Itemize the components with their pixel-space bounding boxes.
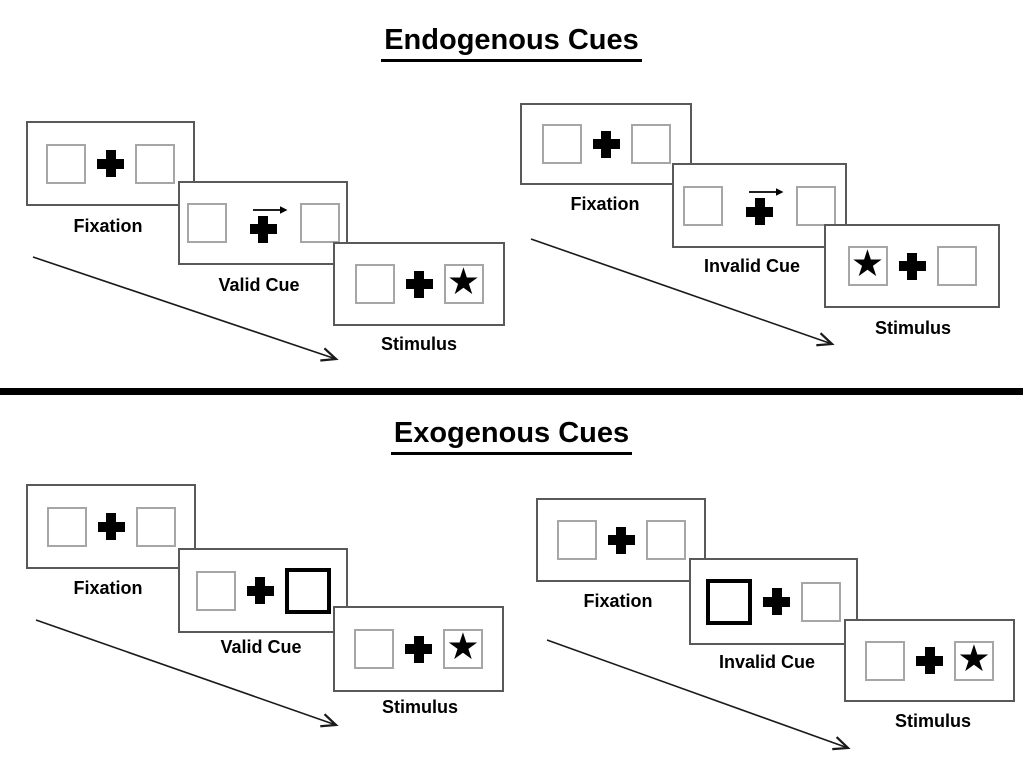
fixation-cross-group — [405, 270, 433, 298]
fixation-cross-group — [405, 635, 432, 663]
panel-label: Stimulus — [381, 697, 458, 717]
fixation-cross-group — [734, 186, 785, 225]
fixation-cross-icon — [746, 198, 773, 225]
fixation-cross-icon — [405, 270, 433, 298]
fixation-cross-group — [898, 252, 926, 280]
left-target-box: ★ — [847, 242, 888, 286]
panel-endogenous-valid-fixation — [26, 121, 195, 206]
left-placeholder-box — [556, 520, 597, 560]
section-title-text: Endogenous Cues — [381, 24, 642, 62]
panel-exogenous-valid-stimulus: ★ — [333, 606, 504, 692]
fixation-cross-group — [763, 588, 790, 615]
fixation-cross-group — [592, 130, 620, 158]
section-title-exogenous: Exogenous Cues — [0, 417, 1023, 455]
cue-arrow-icon — [749, 188, 784, 196]
left-placeholder-box — [354, 629, 394, 669]
star-icon: ★ — [850, 242, 885, 285]
fixation-cross-group — [246, 577, 274, 604]
fixation-cross-icon — [898, 252, 926, 280]
panel-exogenous-invalid-stimulus: ★ — [844, 619, 1015, 702]
right-placeholder-box — [630, 124, 671, 164]
timeline-arrow — [35, 619, 339, 728]
fixation-cross-icon — [916, 647, 943, 674]
panel-exogenous-valid-fixation — [26, 484, 196, 569]
panel-label: Invalid Cue — [703, 256, 801, 276]
left-exogenous-cue-box — [706, 578, 752, 625]
left-placeholder-box — [865, 640, 905, 681]
panel-endogenous-invalid-invalid-cue — [672, 163, 847, 248]
right-target-box: ★ — [954, 636, 994, 681]
fixation-cross-icon — [97, 150, 124, 177]
panel-label: Fixation — [73, 578, 143, 598]
panel-endogenous-valid-valid-cue — [178, 181, 348, 265]
star-icon: ★ — [446, 260, 481, 303]
fixation-cross-icon — [607, 526, 635, 554]
left-placeholder-box — [683, 185, 723, 226]
cue-arrow-icon — [252, 205, 287, 214]
fixation-cross-icon — [405, 635, 432, 663]
fixation-cross-group — [607, 526, 635, 554]
left-placeholder-box — [195, 570, 236, 611]
timeline-arrow — [546, 639, 851, 751]
right-placeholder-box — [801, 581, 841, 622]
panel-endogenous-valid-stimulus: ★ — [333, 242, 505, 326]
right-placeholder-box — [645, 520, 686, 560]
fixation-cross-icon — [249, 215, 277, 243]
fixation-cross-icon — [246, 577, 274, 604]
star-icon: ★ — [446, 625, 480, 668]
panel-label: Fixation — [73, 216, 143, 236]
panel-label: Stimulus — [874, 318, 951, 338]
star-icon: ★ — [957, 636, 991, 680]
left-placeholder-box — [354, 264, 395, 304]
panel-label: Valid Cue — [220, 637, 302, 657]
left-placeholder-box — [46, 506, 87, 547]
panel-label: Stimulus — [894, 711, 971, 731]
fixation-cross-group — [238, 204, 289, 243]
left-placeholder-box — [541, 124, 582, 164]
fixation-cross-icon — [592, 130, 620, 158]
right-placeholder-box — [299, 203, 340, 243]
panel-exogenous-invalid-invalid-cue — [689, 558, 858, 645]
panel-label: Valid Cue — [218, 275, 300, 295]
right-target-box: ★ — [443, 260, 484, 304]
panel-endogenous-invalid-stimulus: ★ — [824, 224, 1000, 308]
right-placeholder-box — [135, 143, 175, 184]
fixation-cross-group — [97, 513, 125, 540]
panel-label: Fixation — [570, 194, 640, 214]
section-divider — [0, 388, 1023, 395]
panel-label: Invalid Cue — [718, 652, 816, 672]
timeline-arrow — [32, 256, 339, 362]
panel-label: Stimulus — [380, 334, 457, 354]
panel-exogenous-invalid-fixation — [536, 498, 706, 582]
right-exogenous-cue-box — [284, 567, 331, 614]
fixation-cross-icon — [763, 588, 790, 615]
panel-exogenous-valid-valid-cue — [178, 548, 348, 633]
right-placeholder-box — [936, 246, 977, 286]
left-placeholder-box — [46, 143, 86, 184]
panel-endogenous-invalid-fixation — [520, 103, 692, 185]
section-title-text: Exogenous Cues — [390, 417, 633, 455]
panel-label: Fixation — [583, 591, 653, 611]
right-placeholder-box — [796, 185, 836, 226]
right-placeholder-box — [135, 506, 176, 547]
fixation-cross-group — [97, 150, 124, 177]
fixation-cross-group — [916, 647, 943, 674]
fixation-cross-icon — [97, 513, 125, 540]
left-placeholder-box — [186, 203, 227, 243]
right-target-box: ★ — [443, 625, 483, 669]
timeline-arrow — [530, 238, 835, 347]
section-title-endogenous: Endogenous Cues — [0, 24, 1023, 62]
